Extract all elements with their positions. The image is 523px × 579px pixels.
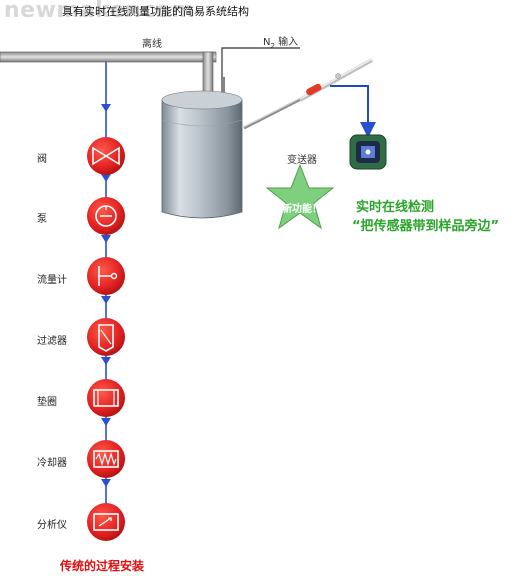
- sensor-probe: [243, 58, 373, 130]
- flow-arrow: [101, 174, 111, 182]
- flow-arrow: [101, 357, 111, 365]
- component-label-cooler: 冷却器: [37, 458, 67, 469]
- flow-arrows: [101, 104, 111, 487]
- sensor-cable: [330, 85, 376, 138]
- flow-arrow: [101, 235, 111, 243]
- component-label-filter: 过滤器: [37, 336, 67, 347]
- analyzer-icon: [87, 503, 125, 541]
- flow-arrow: [101, 104, 111, 112]
- main-pipe: [0, 51, 217, 95]
- n2-main: N: [263, 37, 271, 48]
- gasket-icon: [87, 379, 125, 417]
- new-feature-label: 新功能！: [282, 204, 322, 215]
- tank: [161, 90, 243, 219]
- realtime-subtitle: “把传感器带到样品旁边”: [352, 219, 500, 234]
- valve-icon: [87, 137, 125, 175]
- filter-icon: [87, 318, 125, 356]
- cooler-icon: [87, 440, 125, 478]
- watermark: newmaker.com: [4, 0, 195, 23]
- component-label-valve: 阀: [37, 154, 47, 165]
- flowmeter-icon: [87, 257, 125, 295]
- flow-arrow: [101, 296, 111, 304]
- pump-icon: [87, 197, 125, 235]
- traditional-caption: 传统的过程安装: [60, 559, 145, 573]
- component-label-gasket: 垫圈: [37, 397, 57, 408]
- component-label-pump: 泵: [37, 214, 47, 225]
- component-label-flowmeter: 流量计: [37, 275, 67, 286]
- component-label-analyzer: 分析仪: [37, 520, 67, 531]
- new-feature-star: [265, 163, 335, 230]
- transmitter-device: [349, 134, 387, 170]
- n2-subscript: 2: [270, 42, 275, 50]
- n2-inlet-line: [221, 47, 300, 96]
- flow-arrow: [101, 418, 111, 426]
- flow-arrow: [101, 479, 111, 487]
- transmitter-label: 变送器: [287, 155, 317, 166]
- n2-input-label: N2 输入: [263, 33, 298, 50]
- offline-label: 离线: [142, 39, 162, 50]
- diagram-title: 具有实时在线测量功能的简易系统结构: [62, 5, 249, 18]
- n2-suffix: 输入: [274, 37, 299, 48]
- realtime-title: 实时在线检测: [356, 200, 435, 215]
